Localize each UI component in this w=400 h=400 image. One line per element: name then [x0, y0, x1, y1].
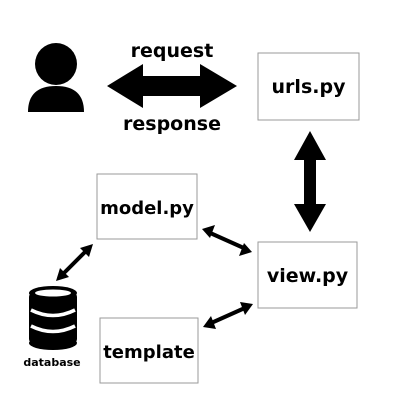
database-icon [29, 286, 77, 350]
user-icon [28, 43, 84, 112]
urls-label: urls.py [272, 76, 347, 98]
model-node: model.py [96, 173, 198, 240]
template-node: template [99, 317, 199, 384]
urls-node: urls.py [257, 52, 360, 121]
view-template-arrow [203, 302, 253, 329]
template-label: template [103, 342, 195, 363]
urls-view-arrow [294, 131, 326, 232]
response-label: response [123, 113, 221, 135]
view-label: view.py [267, 265, 349, 287]
request-response-arrow [107, 64, 237, 108]
view-node: view.py [257, 241, 358, 309]
model-database-arrow [56, 244, 93, 281]
model-view-arrow [202, 225, 252, 256]
request-label: request [131, 40, 214, 62]
model-label: model.py [100, 198, 194, 219]
database-label: database [23, 356, 80, 369]
